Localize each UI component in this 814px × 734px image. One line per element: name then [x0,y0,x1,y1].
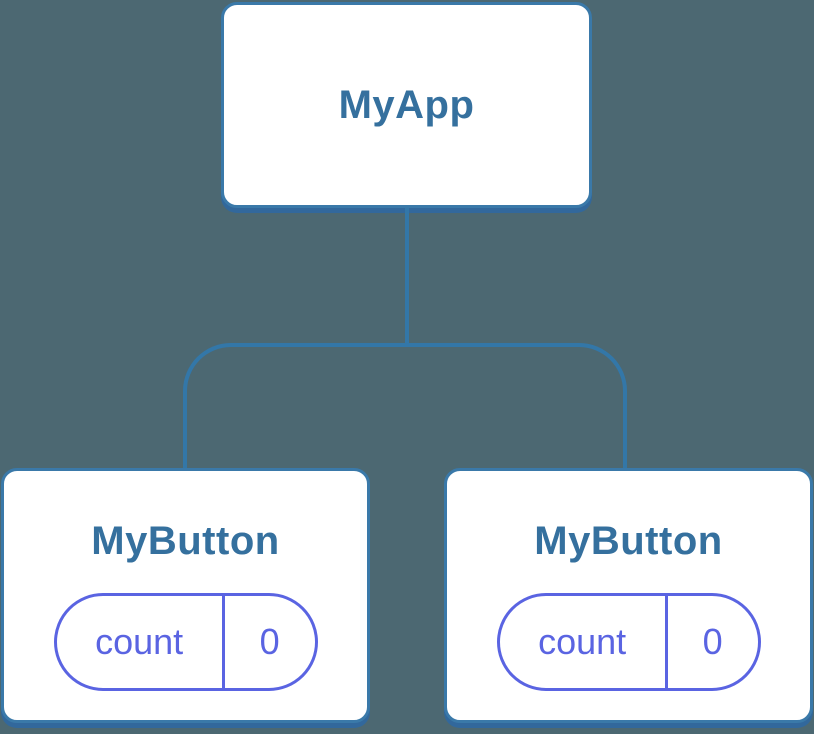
state-value-label: 0 [259,621,280,662]
child-node-label: MyButton [534,519,723,563]
tree-node-child-right: MyButton count 0 [444,468,813,723]
tree-node-child-left: MyButton count 0 [1,468,370,723]
state-value-label: 0 [702,621,723,662]
connector-trunk-line [405,208,409,345]
connector-branch-lines [183,343,627,468]
state-pill: count 0 [496,593,761,691]
root-node-label: MyApp [338,83,475,127]
child-node-label: MyButton [91,519,280,563]
state-pill: count 0 [53,593,318,691]
state-key-label: count [57,596,225,688]
state-key-label: count [500,596,668,688]
tree-node-root: MyApp [221,2,592,208]
